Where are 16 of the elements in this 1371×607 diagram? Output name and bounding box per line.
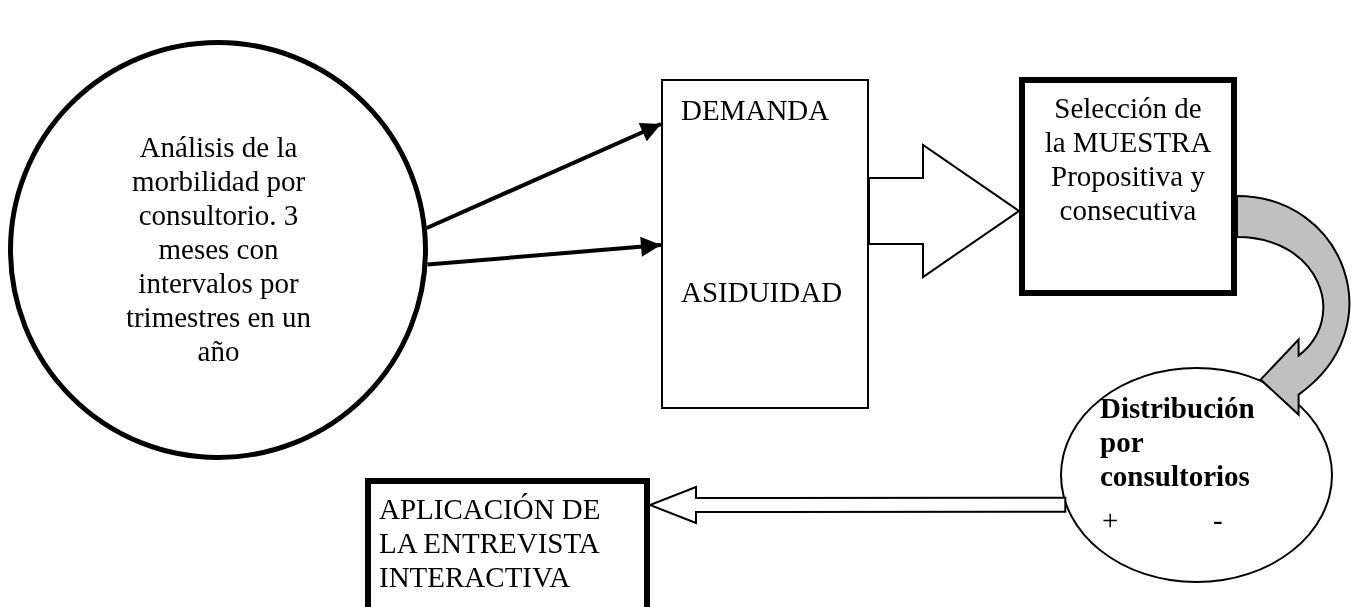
node-label: Distribución por consultorios xyxy=(1100,391,1256,493)
arrow xyxy=(427,236,662,267)
process-box xyxy=(661,79,869,409)
node-label: DEMANDA xyxy=(681,93,830,127)
node-label: APLICACIÓN DE LA ENTREVISTA INTERACTIVA xyxy=(379,492,602,594)
node-label: ASIDUIDAD xyxy=(681,275,843,309)
node-label: Selección de la MUESTRA Propositiva y consecutiva xyxy=(1043,91,1213,227)
process-box xyxy=(365,478,650,607)
process-box xyxy=(1019,77,1237,296)
node-label: - xyxy=(1213,503,1223,537)
block-arrow xyxy=(868,143,1021,279)
block-arrow xyxy=(647,485,1067,525)
arrow xyxy=(426,122,662,230)
node-label: + xyxy=(1102,503,1119,537)
node-label: Análisis de la morbilidad por consultorio. 3 meses con intervalos por trimestres en un año xyxy=(124,130,313,368)
block-arrow xyxy=(1236,195,1350,416)
